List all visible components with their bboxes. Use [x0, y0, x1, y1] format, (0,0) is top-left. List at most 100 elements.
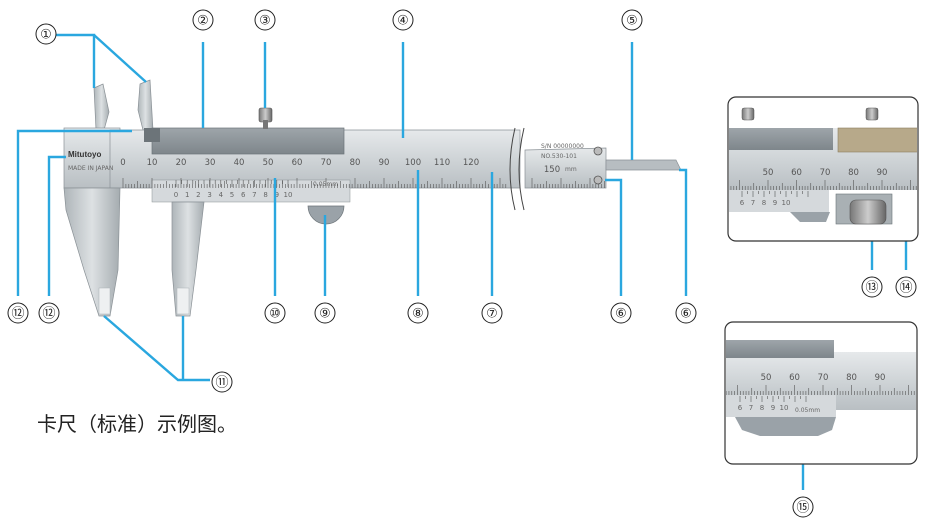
svg-text:①: ①: [40, 28, 52, 43]
brand-label: Mitutoyo: [68, 150, 101, 159]
leader-1a: [48, 33, 96, 88]
main-scale-label: 110: [434, 158, 450, 168]
inset-vernier-label: 7: [749, 404, 753, 412]
inset-scale-label: 90: [877, 168, 888, 178]
inset-scale-label: 80: [848, 168, 859, 178]
main-scale-label: 100: [405, 158, 421, 168]
main-scale-label: 90: [379, 158, 390, 168]
vernier-scale-ticks: [175, 180, 289, 187]
callout-4: ④: [392, 9, 414, 31]
svg-text:⑤: ⑤: [626, 14, 638, 29]
leader-11a: [103, 315, 210, 382]
vernier-label: 4: [219, 191, 224, 199]
callouts: ① ② ③ ④ ⑤ ⑥ ⑥ ⑦ ⑧ ⑨ ⑩ ⑪ ⑫ ⑫ ⑬ ⑭ ⑮: [7, 9, 917, 518]
callout-1: ①: [35, 23, 57, 45]
brand-sub-label: MADE IN JAPAN: [68, 165, 113, 172]
callout-13: ⑬: [861, 276, 883, 298]
leader-12b: [47, 155, 66, 296]
svg-text:⑪: ⑪: [215, 376, 228, 391]
svg-text:⑫: ⑫: [11, 307, 24, 322]
callout-10: ⑩: [264, 302, 286, 324]
vernier-label: 7: [252, 191, 256, 199]
inset-vernier-label: 9: [773, 199, 777, 207]
figure-caption: 卡尺（标准）示例图。: [37, 412, 237, 436]
vernier-label: 10: [284, 191, 293, 199]
inset-vernier-label: 6: [740, 199, 745, 207]
svg-text:⑬: ⑬: [865, 281, 878, 296]
inset-scale-label: 60: [789, 373, 800, 383]
slider-upper: [151, 127, 345, 155]
unit-label: mm: [565, 166, 577, 173]
inset-scale-label: 90: [875, 373, 886, 383]
inset-scale-label: 70: [818, 373, 829, 383]
fixed-inside-jaw: [93, 83, 110, 131]
svg-text:⑩: ⑩: [269, 307, 281, 322]
main-scale-label: 20: [176, 158, 187, 168]
main-scale-label: 0: [120, 158, 125, 168]
slider-gib: [144, 128, 160, 142]
vernier-label: 8: [263, 191, 267, 199]
main-scale-label: 50: [263, 158, 274, 168]
inset-vernier-label: 7: [751, 199, 755, 207]
main-scale-label: 40: [234, 158, 245, 168]
inset-scale-label: 50: [761, 373, 772, 383]
vernier-label: 5: [230, 191, 234, 199]
vernier-note: 0.05mm: [313, 181, 338, 188]
break-mark-right: [518, 127, 525, 211]
leader-6b: [679, 168, 688, 296]
main-scale-label: 10: [147, 158, 158, 168]
main-scale-label: 120: [463, 158, 479, 168]
callout-14: ⑭: [895, 276, 917, 298]
end-screw-top: [593, 146, 603, 156]
inset-vernier-label: 8: [762, 199, 766, 207]
callout-12b: ⑫: [38, 302, 60, 324]
callout-7: ⑦: [481, 302, 503, 324]
callout-8: ⑧: [407, 302, 429, 324]
inset-vernier-label: 6: [738, 404, 743, 412]
svg-text:③: ③: [259, 14, 271, 29]
fixed-jaw-tip: [98, 287, 111, 315]
callout-3: ③: [254, 9, 276, 31]
main-scale-ticks: [122, 178, 605, 188]
depth-rod: [605, 159, 682, 171]
inset-vernier-label: 10: [782, 199, 791, 207]
callout-9: ⑨: [314, 302, 336, 324]
main-scale-label: 30: [205, 158, 216, 168]
leader-6a: [605, 178, 623, 296]
clamp-screw: [258, 107, 273, 123]
sliding-outside-jaw: [171, 201, 205, 317]
inset-scale-label: 80: [846, 373, 857, 383]
sliding-jaw-tip: [176, 287, 190, 315]
svg-text:⑥: ⑥: [680, 307, 692, 322]
inset-scale-label: 70: [820, 168, 831, 178]
serial-line-2: NO.530-101: [541, 153, 577, 160]
inset2-note: 0.05mm: [795, 407, 820, 414]
svg-text:⑭: ⑭: [899, 281, 912, 296]
sliding-inside-jaw: [137, 79, 154, 131]
svg-text:⑮: ⑮: [796, 501, 809, 516]
main-scale-label: 80: [350, 158, 361, 168]
vernier-label: 9: [275, 191, 279, 199]
main-caliper: Mitutoyo MADE IN JAPAN S/N 00000000 NO.5…: [63, 79, 682, 317]
callout-11: ⑪: [211, 371, 233, 393]
inset-vernier-label: 10: [780, 404, 789, 412]
callout-12a: ⑫: [7, 302, 29, 324]
leader-12a: [16, 129, 132, 296]
fixed-outside-jaw: [63, 187, 121, 317]
inset-vernier-label: 8: [760, 404, 764, 412]
svg-text:⑫: ⑫: [42, 307, 55, 322]
svg-text:⑥: ⑥: [615, 307, 627, 322]
break-mark-left: [509, 127, 516, 211]
clamp-screw-stem: [263, 120, 268, 129]
vernier-label: 6: [241, 191, 246, 199]
main-beam-end: [524, 147, 607, 189]
svg-text:⑦: ⑦: [486, 307, 498, 322]
main-scale-label: 70: [321, 158, 332, 168]
vernier-label: 3: [207, 191, 211, 199]
svg-text:⑧: ⑧: [412, 307, 424, 322]
vernier-label: 2: [196, 191, 200, 199]
main-scale-label: 60: [292, 158, 303, 168]
callout-2: ②: [192, 9, 214, 31]
